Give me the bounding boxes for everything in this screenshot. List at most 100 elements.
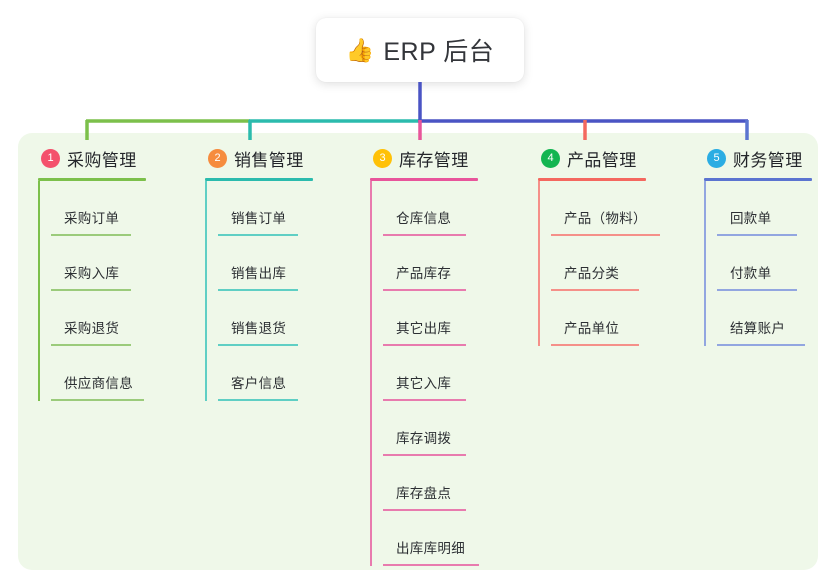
item-rule bbox=[51, 289, 131, 291]
trunk-purchase bbox=[38, 181, 40, 401]
item-label: 其它出库 bbox=[396, 321, 452, 336]
item-label: 产品单位 bbox=[564, 321, 620, 336]
item-label: 库存盘点 bbox=[396, 486, 452, 501]
column-rule-purchase bbox=[38, 178, 146, 181]
item-rule bbox=[51, 234, 131, 236]
list-item[interactable]: 客户信息 bbox=[218, 346, 313, 401]
item-label: 产品库存 bbox=[396, 266, 452, 281]
item-rule bbox=[218, 344, 298, 346]
item-rule bbox=[383, 289, 466, 291]
list-item[interactable]: 仓库信息 bbox=[383, 181, 478, 236]
column-rule-product bbox=[538, 178, 646, 181]
item-rule bbox=[383, 454, 466, 456]
item-rule bbox=[551, 344, 639, 346]
item-list-purchase: 采购订单 采购入库 采购退货 供应商信息 bbox=[38, 181, 146, 401]
list-item[interactable]: 其它出库 bbox=[383, 291, 478, 346]
column-header-sales[interactable]: 2 销售管理 bbox=[205, 146, 313, 170]
badge-1: 1 bbox=[41, 148, 60, 168]
item-label: 客户信息 bbox=[231, 376, 287, 391]
item-rule bbox=[717, 344, 805, 346]
column-header-product[interactable]: 4 产品管理 bbox=[538, 146, 646, 170]
column-finance: 5 财务管理 回款单 付款单 结算账户 bbox=[704, 146, 812, 346]
item-label: 仓库信息 bbox=[396, 211, 452, 226]
list-item[interactable]: 库存盘点 bbox=[383, 456, 478, 511]
item-rule bbox=[51, 399, 144, 401]
list-item[interactable]: 产品单位 bbox=[551, 291, 646, 346]
item-label: 采购入库 bbox=[64, 266, 120, 281]
badge-2: 2 bbox=[208, 148, 227, 168]
column-header-purchase[interactable]: 1 采购管理 bbox=[38, 146, 146, 170]
column-product: 4 产品管理 产品（物料） 产品分类 产品单位 bbox=[538, 146, 660, 346]
item-rule bbox=[383, 564, 479, 566]
list-item[interactable]: 付款单 bbox=[717, 236, 812, 291]
column-rule-inventory bbox=[370, 178, 478, 181]
item-rule bbox=[383, 234, 466, 236]
column-sales: 2 销售管理 销售订单 销售出库 销售退货 客户信息 bbox=[205, 146, 313, 401]
list-item[interactable]: 产品分类 bbox=[551, 236, 646, 291]
badge-5: 5 bbox=[707, 148, 726, 168]
column-title-finance: 财务管理 bbox=[733, 150, 803, 170]
badge-4: 4 bbox=[541, 148, 560, 168]
item-rule bbox=[218, 399, 298, 401]
root-node-title: ERP 后台 bbox=[383, 38, 495, 66]
item-rule bbox=[51, 344, 131, 346]
item-rule bbox=[383, 399, 466, 401]
trunk-finance bbox=[704, 181, 706, 346]
item-label: 供应商信息 bbox=[64, 376, 133, 391]
item-label: 其它入库 bbox=[396, 376, 452, 391]
list-item[interactable]: 采购订单 bbox=[51, 181, 146, 236]
list-item[interactable]: 销售退货 bbox=[218, 291, 313, 346]
column-header-finance[interactable]: 5 财务管理 bbox=[704, 146, 812, 170]
list-item[interactable]: 结算账户 bbox=[717, 291, 812, 346]
item-label: 销售出库 bbox=[231, 266, 287, 281]
root-node-erp[interactable]: 👍 ERP 后台 bbox=[316, 18, 524, 82]
item-label: 销售订单 bbox=[231, 211, 287, 226]
item-rule bbox=[218, 289, 298, 291]
item-rule bbox=[383, 344, 466, 346]
item-rule bbox=[551, 289, 639, 291]
list-item[interactable]: 回款单 bbox=[717, 181, 812, 236]
list-item[interactable]: 销售出库 bbox=[218, 236, 313, 291]
item-label: 库存调拨 bbox=[396, 431, 452, 446]
column-title-product: 产品管理 bbox=[567, 150, 637, 170]
item-label: 产品分类 bbox=[564, 266, 620, 281]
column-purchase: 1 采购管理 采购订单 采购入库 采购退货 供应商信息 bbox=[38, 146, 146, 401]
list-item[interactable]: 采购退货 bbox=[51, 291, 146, 346]
thumbs-up-icon: 👍 bbox=[345, 36, 375, 63]
item-label: 销售退货 bbox=[231, 321, 287, 336]
list-item[interactable]: 采购入库 bbox=[51, 236, 146, 291]
column-header-inventory[interactable]: 3 库存管理 bbox=[370, 146, 478, 170]
item-label: 采购订单 bbox=[64, 211, 120, 226]
column-rule-sales bbox=[205, 178, 313, 181]
item-rule bbox=[717, 234, 797, 236]
trunk-product bbox=[538, 181, 540, 346]
item-label: 产品（物料） bbox=[564, 211, 647, 226]
item-rule bbox=[717, 289, 797, 291]
list-item[interactable]: 销售订单 bbox=[218, 181, 313, 236]
item-label: 回款单 bbox=[730, 211, 772, 226]
list-item[interactable]: 其它入库 bbox=[383, 346, 478, 401]
trunk-sales bbox=[205, 181, 207, 401]
column-inventory: 3 库存管理 仓库信息 产品库存 其它出库 其它入库 库存调拨 库存盘点 bbox=[370, 146, 479, 566]
list-item[interactable]: 产品库存 bbox=[383, 236, 478, 291]
item-label: 结算账户 bbox=[730, 321, 786, 336]
item-label: 付款单 bbox=[730, 266, 772, 281]
item-rule bbox=[218, 234, 298, 236]
item-list-inventory: 仓库信息 产品库存 其它出库 其它入库 库存调拨 库存盘点 出库库明细 bbox=[370, 181, 479, 566]
list-item[interactable]: 供应商信息 bbox=[51, 346, 146, 401]
item-rule bbox=[551, 234, 660, 236]
list-item[interactable]: 出库库明细 bbox=[383, 511, 479, 566]
trunk-inventory bbox=[370, 181, 372, 566]
list-item[interactable]: 产品（物料） bbox=[551, 181, 660, 236]
item-list-product: 产品（物料） 产品分类 产品单位 bbox=[538, 181, 660, 346]
column-rule-finance bbox=[704, 178, 812, 181]
item-label: 出库库明细 bbox=[396, 541, 465, 556]
column-title-inventory: 库存管理 bbox=[399, 150, 469, 170]
item-label: 采购退货 bbox=[64, 321, 120, 336]
diagram-panel bbox=[18, 133, 818, 570]
item-rule bbox=[383, 509, 466, 511]
item-list-sales: 销售订单 销售出库 销售退货 客户信息 bbox=[205, 181, 313, 401]
badge-3: 3 bbox=[373, 148, 392, 168]
column-title-sales: 销售管理 bbox=[234, 150, 304, 170]
list-item[interactable]: 库存调拨 bbox=[383, 401, 478, 456]
